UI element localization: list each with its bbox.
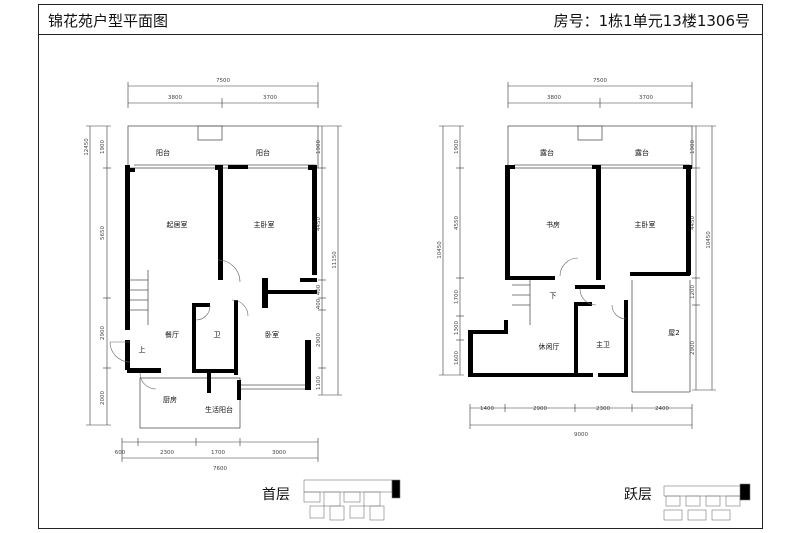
ff-master-label: 主卧室	[254, 220, 275, 229]
ff-kitchen-label: 厨房	[163, 395, 177, 404]
ff-dim-top-total: 7500	[216, 78, 230, 84]
uf-dim-top-2: 3700	[639, 95, 653, 101]
ff-dim-right-5: 2900	[316, 333, 322, 347]
uf-dim-right-1: 1900	[690, 140, 696, 154]
uf-dim-bottom-3: 2300	[596, 406, 610, 412]
ff-dim-left-4: 2000	[100, 391, 106, 405]
ff-dim-left-2: 5650	[100, 226, 106, 240]
ff-dim-right-6: 1100	[316, 376, 322, 390]
drawing-frame	[38, 4, 763, 529]
uf-dim-right-4: 2900	[690, 341, 696, 355]
uf-master-label: 主卧室	[635, 220, 656, 229]
uf-dim-top-total: 7500	[593, 78, 607, 84]
uf-dim-bottom-2: 2900	[533, 406, 547, 412]
ff-dim-top-1: 3800	[168, 95, 182, 101]
ff-dim-left-1: 1900	[100, 140, 106, 154]
uf-stair-down-label: 下	[550, 292, 557, 300]
uf-dim-left-2: 4550	[454, 216, 460, 230]
uf-roof-label: 屋2	[668, 329, 679, 337]
upper-floor-walls	[468, 125, 693, 393]
upper-floor-dimensions	[439, 82, 716, 429]
ff-dining-label: 餐厅	[165, 330, 179, 339]
uf-dim-right-total: 10450	[706, 231, 712, 249]
ff-bedroom-label: 卧室	[265, 330, 279, 339]
first-floor-dimensions	[86, 82, 342, 462]
ff-balcony-left-label: 阳台	[156, 148, 170, 157]
uf-terrace-left-label: 露台	[540, 148, 554, 157]
uf-dim-right-2: 4450	[690, 216, 696, 230]
uf-master-bath-label: 主卫	[596, 340, 610, 349]
uf-dim-left-4: 1300	[454, 321, 460, 335]
uf-dim-bottom-total: 9000	[574, 432, 588, 438]
ff-dim-bottom-4: 3000	[272, 450, 286, 456]
ff-bath-label: 卫	[214, 331, 221, 339]
ff-dim-right-4: 400	[316, 298, 322, 309]
ff-dim-bottom-2: 2300	[160, 450, 174, 456]
ff-key-plan	[303, 479, 401, 521]
uf-dim-left-3: 1700	[454, 290, 460, 304]
ff-dim-top-2: 3700	[263, 95, 277, 101]
ff-dim-right-3: 400	[316, 284, 322, 295]
ff-dim-right-2: 4450	[316, 217, 322, 231]
uf-dim-bottom-1: 1400	[480, 406, 494, 412]
uf-dim-top-1: 3800	[547, 95, 561, 101]
ff-living-label: 起居室	[167, 220, 188, 229]
ff-stair-up-label: 上	[139, 345, 146, 354]
uf-dim-left-5: 1600	[454, 351, 460, 365]
uf-study-label: 书房	[546, 220, 560, 229]
ff-dim-bottom-total: 7600	[213, 466, 227, 472]
ff-service-balcony-label: 生活阳台	[205, 405, 233, 414]
first-floor-walls	[109, 125, 319, 429]
uf-dim-bottom-4: 2400	[655, 406, 669, 412]
ff-dim-left-total: 12450	[84, 138, 90, 156]
upper-floor-label: 跃层	[624, 487, 652, 503]
header-divider	[38, 34, 763, 35]
plan-title: 锦花苑户型平面图	[48, 12, 169, 30]
first-floor-label: 首层	[262, 487, 290, 503]
uf-dim-left-1: 1900	[454, 140, 460, 154]
ff-dim-bottom-3: 1700	[211, 450, 225, 456]
uf-dim-right-3: 1200	[690, 285, 696, 299]
ff-balcony-right-label: 阳台	[256, 148, 270, 157]
ff-dim-left-3: 2900	[100, 326, 106, 340]
room-number: 房号：1栋1单元13楼1306号	[553, 12, 750, 30]
uf-key-plan	[663, 483, 751, 521]
ff-dim-right-total: 11150	[332, 251, 338, 269]
uf-dim-left-total: 10450	[437, 241, 443, 259]
ff-dim-bottom-1: 600	[115, 450, 126, 456]
ff-dim-right-1: 1900	[316, 140, 322, 154]
uf-lounge-label: 休闲厅	[539, 342, 560, 351]
uf-terrace-right-label: 露台	[635, 148, 649, 157]
